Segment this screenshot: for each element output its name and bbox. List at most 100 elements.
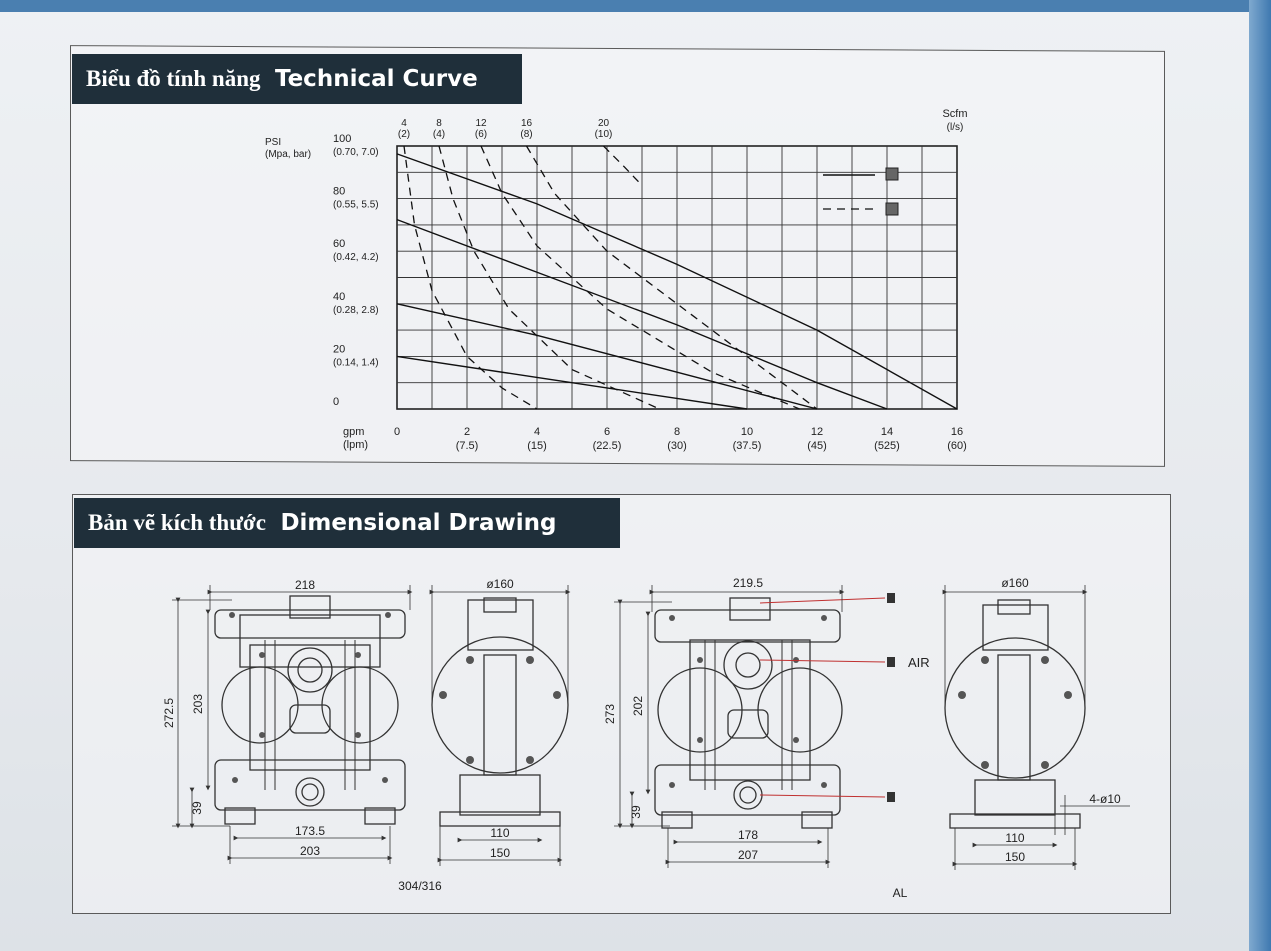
y-axis-label: PSI xyxy=(265,137,281,148)
al-width-dim: 219.5 xyxy=(733,576,763,590)
top-tick-sublabel: (2) xyxy=(398,129,410,140)
top-tick-sublabel: (6) xyxy=(475,129,487,140)
top-axis-unit: (l/s) xyxy=(947,122,964,133)
y-tick-sublabel: (0.28, 2.8) xyxy=(333,305,379,316)
ss-material-label: 304/316 xyxy=(398,879,442,893)
al-front-dimensions xyxy=(614,585,845,868)
chart-labels: 0 2 (7.5) 4 (15) 6 (22.5) 8 (30) 10 (37.5) 12 (45) 14… xyxy=(265,108,968,452)
dashed-series-line xyxy=(480,145,800,410)
top-tick-label: 20 xyxy=(598,118,610,129)
y-tick-label: 20 xyxy=(333,343,345,355)
performance-curve-chart: 0 2 (7.5) 4 (15) 6 (22.5) 8 (30) 10 (37.5) 12 (45) 14… xyxy=(265,108,968,452)
y-tick-sublabel: (0.14, 1.4) xyxy=(333,357,379,368)
x-tick-sublabel: (60) xyxy=(947,440,967,452)
al-bottom2-dim: 207 xyxy=(738,848,758,862)
al-material-label: AL xyxy=(893,886,908,900)
solid-series-line xyxy=(396,218,888,410)
y-tick-label: 100 xyxy=(333,133,351,145)
al-side-dimensions xyxy=(942,585,1130,870)
y-tick-label: 60 xyxy=(333,238,345,250)
dashed-series-line xyxy=(403,145,538,410)
dashed-series-line xyxy=(603,145,643,186)
top-tick-sublabel: (4) xyxy=(433,129,445,140)
dimensional-drawing-banner: Bản vẽ kích thước Dimensional Drawing xyxy=(74,498,620,548)
x-tick-label: 2 xyxy=(464,426,470,438)
y-tick-label: 0 xyxy=(333,396,339,408)
y-tick-sublabel: (0.70, 7.0) xyxy=(333,147,379,158)
al-callout-markers xyxy=(887,593,895,802)
section-title-vn: Bản vẽ kích thước xyxy=(88,510,266,535)
ss-total-height-dim: 272.5 xyxy=(162,698,176,728)
al-inner-height-dim: 202 xyxy=(631,696,645,716)
dashed-series-line xyxy=(438,145,660,410)
x-tick-label: 6 xyxy=(604,426,610,438)
ss-diameter-dim: ø160 xyxy=(486,577,514,591)
x-tick-sublabel: (45) xyxy=(807,440,827,452)
ss-inner-height-dim: 203 xyxy=(191,694,205,714)
solid-series-line xyxy=(396,153,958,410)
ss-bottom1-dim: 173.5 xyxy=(295,824,325,838)
solid-series-line xyxy=(396,303,818,410)
ss-side-dimensions xyxy=(429,585,571,866)
section-title-vn: Biểu đồ tính năng xyxy=(86,66,261,91)
al-side-b2-dim: 150 xyxy=(1005,850,1025,864)
al-total-height-dim: 273 xyxy=(603,704,617,724)
top-tick-sublabel: (10) xyxy=(595,129,613,140)
x-tick-label: 8 xyxy=(674,426,680,438)
ss-width-dim: 218 xyxy=(295,578,315,592)
ss-side-b1-dim: 110 xyxy=(490,826,509,840)
al-callouts xyxy=(759,597,886,798)
top-tick-label: 8 xyxy=(436,118,442,129)
x-tick-sublabel: (525) xyxy=(874,440,900,452)
x-tick-sublabel: (7.5) xyxy=(456,440,479,452)
al-base-height-dim: 39 xyxy=(629,805,643,819)
ss-front-view xyxy=(214,595,406,825)
y-axis-unit: (Mpa, bar) xyxy=(265,149,311,160)
top-tick-label: 16 xyxy=(521,118,533,129)
ss-base-height-dim: 39 xyxy=(190,801,204,815)
x-tick-label: 14 xyxy=(881,426,893,438)
x-tick-label: 12 xyxy=(811,426,823,438)
legend-solid-icon xyxy=(885,167,899,181)
x-tick-sublabel: (22.5) xyxy=(593,440,622,452)
chart-series xyxy=(396,145,958,410)
x-tick-sublabel: (37.5) xyxy=(733,440,762,452)
top-color-band xyxy=(0,0,1271,12)
al-hole-dim: 4-ø10 xyxy=(1089,792,1121,806)
ss-front-dimensions xyxy=(172,585,413,864)
ss-bottom2-dim: 203 xyxy=(300,844,320,858)
top-tick-sublabel: (8) xyxy=(520,129,532,140)
al-bottom1-dim: 178 xyxy=(738,828,758,842)
chart-legend xyxy=(823,167,899,216)
x-tick-sublabel: (15) xyxy=(527,440,547,452)
top-tick-label: 4 xyxy=(401,118,407,129)
x-tick-sublabel: (30) xyxy=(667,440,687,452)
ss-side-b2-dim: 150 xyxy=(490,846,510,860)
ss-side-view xyxy=(431,597,569,827)
legend-dashed-icon xyxy=(885,202,899,216)
x-tick-label: 10 xyxy=(741,426,753,438)
al-air-callout: AIR xyxy=(908,655,930,670)
section-title-en: Technical Curve xyxy=(274,66,478,92)
al-side-view xyxy=(944,599,1086,829)
y-tick-label: 80 xyxy=(333,186,345,198)
section-title-en: Dimensional Drawing xyxy=(280,510,557,536)
y-tick-sublabel: (0.42, 4.2) xyxy=(333,252,379,263)
dashed-series-line xyxy=(525,145,818,410)
chart-grid xyxy=(396,145,958,410)
x-tick-label: 4 xyxy=(534,426,540,438)
y-tick-label: 40 xyxy=(333,291,345,303)
y-tick-sublabel: (0.55, 5.5) xyxy=(333,200,379,211)
right-color-band xyxy=(1249,0,1271,951)
x-axis-unit: (lpm) xyxy=(343,439,368,451)
x-tick-label: 16 xyxy=(951,426,963,438)
al-diameter-dim: ø160 xyxy=(1001,576,1029,590)
x-axis-label: gpm xyxy=(343,426,364,438)
x-tick-label: 0 xyxy=(394,426,400,438)
al-side-b1-dim: 110 xyxy=(1005,831,1024,845)
top-tick-label: 12 xyxy=(475,118,487,129)
top-axis-label: Scfm xyxy=(942,108,967,120)
solid-series-line xyxy=(396,355,748,410)
